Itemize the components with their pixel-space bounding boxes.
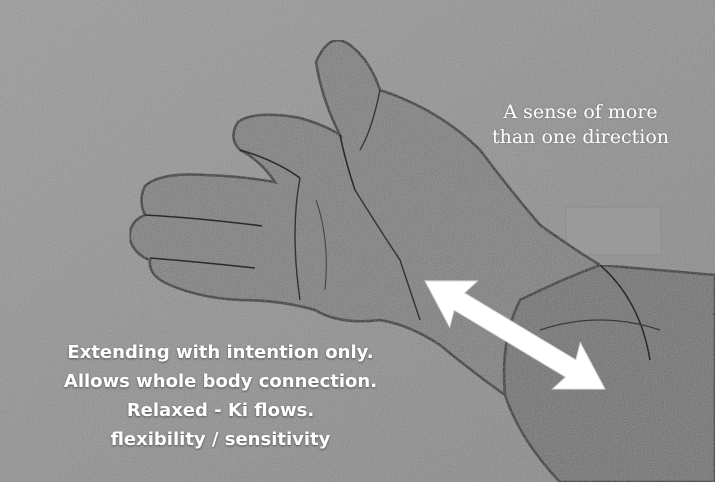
background-label <box>566 207 661 255</box>
caption-intention: Extending with intention only. Allows wh… <box>18 338 423 454</box>
caption-intention-line-1: Extending with intention only. <box>18 338 423 367</box>
caption-intention-line-4: flexibility / sensitivity <box>18 425 423 454</box>
sleeve <box>504 265 715 482</box>
caption-direction-line-1: A sense of more <box>468 100 693 125</box>
caption-direction-line-2: than one direction <box>468 125 693 150</box>
caption-direction: A sense of more than one direction <box>468 100 693 150</box>
caption-intention-line-2: Allows whole body connection. <box>18 367 423 396</box>
caption-intention-line-3: Relaxed - Ki flows. <box>18 396 423 425</box>
